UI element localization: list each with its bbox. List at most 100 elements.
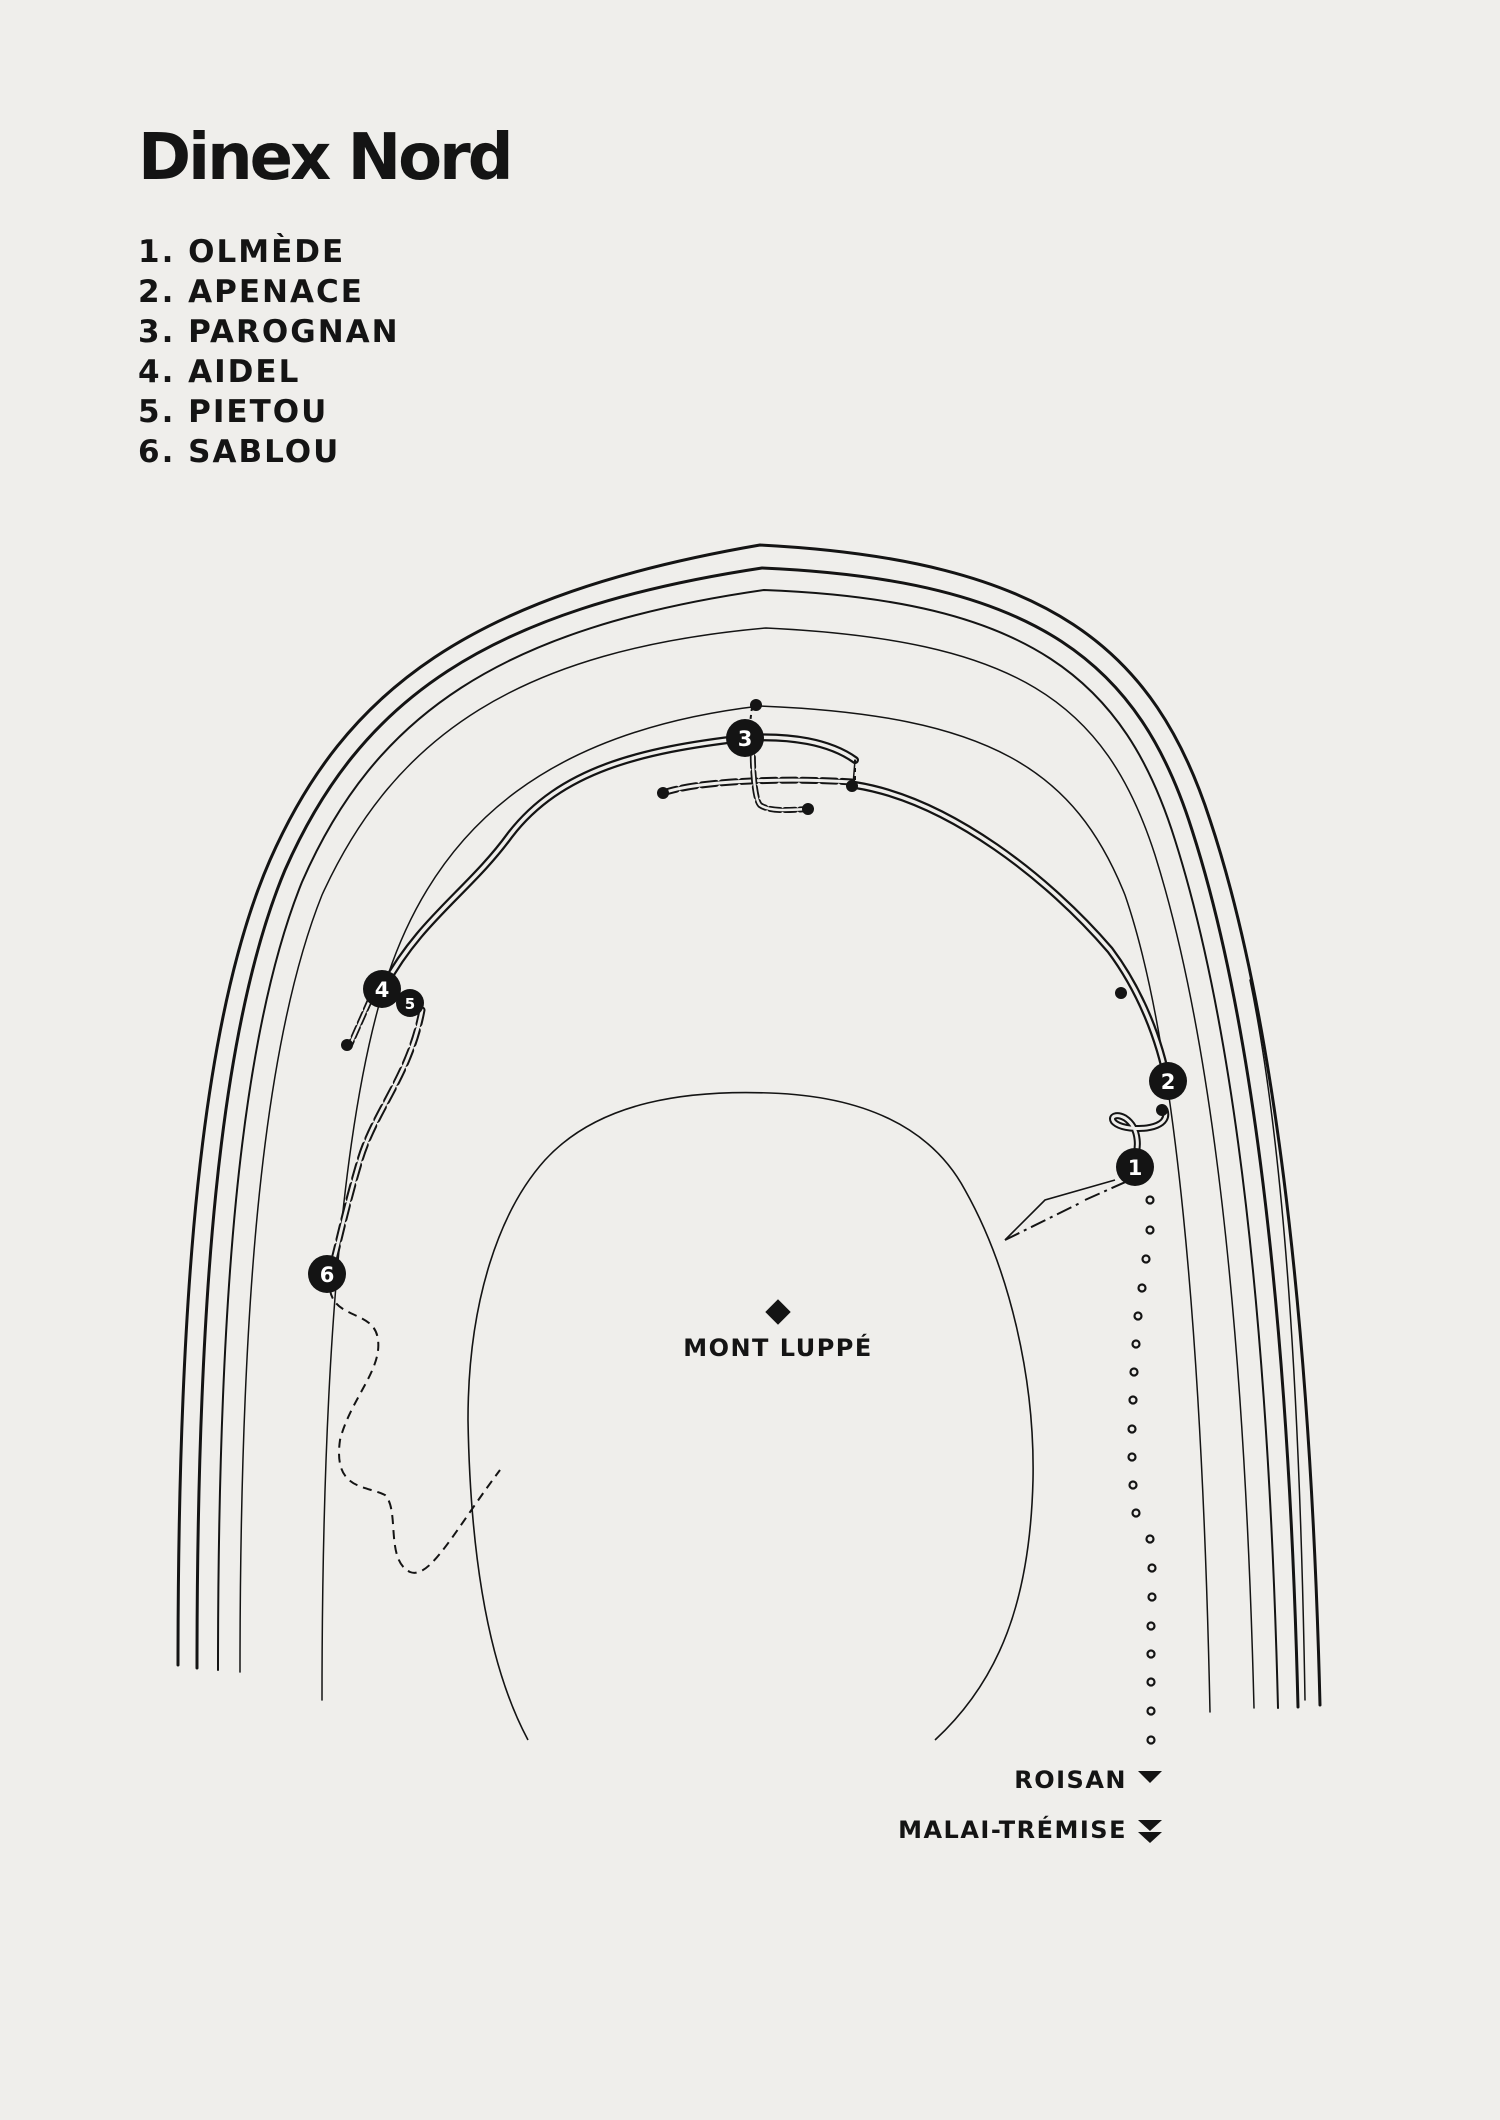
squiggle-route-core — [1111, 1108, 1168, 1167]
exit-roisan: ROISAN — [1014, 1766, 1162, 1794]
junction-dot — [846, 780, 858, 792]
legend-item: 1OLMÈDE — [138, 232, 400, 272]
junction-dot — [341, 1039, 353, 1051]
junction-dot — [1156, 1104, 1168, 1116]
dash-dot-trail — [1004, 1179, 1131, 1241]
marker-circle — [1116, 1148, 1154, 1186]
marker-circle — [308, 1255, 346, 1293]
legend-name: PIETOU — [188, 394, 329, 430]
mountain-contour — [467, 1091, 1034, 1741]
contour-line — [1249, 979, 1306, 1701]
legend-item: 6SABLOU — [138, 432, 400, 472]
map-title: Dinex Nord — [138, 121, 513, 195]
station-marker-2[interactable]: 2 — [1149, 1062, 1187, 1100]
legend-number: 3 — [138, 312, 188, 352]
legend-name: SABLOU — [188, 434, 341, 470]
vertical-dashed-route — [749, 739, 811, 814]
route-dot — [1146, 1706, 1156, 1716]
legend-number: 4 — [138, 352, 188, 392]
route-dot — [1146, 1621, 1156, 1631]
legend-number: 2 — [138, 272, 188, 312]
junction-dot — [657, 787, 669, 799]
junction-dots — [341, 699, 1168, 1116]
station-marker-4[interactable]: 4 — [363, 970, 401, 1008]
junction-dot — [1115, 987, 1127, 999]
main-route-outline — [381, 733, 1172, 1089]
station-marker-6[interactable]: 6 — [308, 1255, 346, 1293]
route-dot — [1137, 1283, 1147, 1293]
route-dot — [1147, 1563, 1157, 1573]
marker-number: 6 — [320, 1263, 335, 1287]
contour-line — [217, 588, 1279, 1709]
legend-item: 4AIDEL — [138, 352, 400, 392]
legend-number: 1 — [138, 232, 188, 272]
double-chevron-down-icon — [1138, 1820, 1162, 1843]
legend-name: AIDEL — [188, 354, 301, 390]
route-dot — [1129, 1367, 1139, 1377]
station-marker-1[interactable]: 1 — [1116, 1148, 1154, 1186]
route-dot — [1146, 1677, 1156, 1687]
route-dot — [1147, 1592, 1157, 1602]
triangle-down-icon — [1138, 1771, 1162, 1783]
route-dot — [1128, 1480, 1138, 1490]
station-marker-3[interactable]: 3 — [726, 719, 764, 757]
summit: MONT LUPPÉ — [683, 1299, 873, 1362]
route-dot — [1145, 1195, 1155, 1205]
contour-line — [239, 627, 1255, 1709]
route-dot — [1145, 1225, 1155, 1235]
legend-number: 5 — [138, 392, 188, 432]
summit-label: MONT LUPPÉ — [683, 1333, 873, 1362]
mountain-outline — [467, 1091, 1116, 1741]
legend-item: 3PAROGNAN — [138, 312, 400, 352]
marker-number: 5 — [405, 995, 415, 1013]
legend-item: 5PIETOU — [138, 392, 400, 432]
legend-name: PAROGNAN — [188, 314, 400, 350]
legend-number: 6 — [138, 432, 188, 472]
exit-label: MALAI-TRÉMISE — [898, 1815, 1127, 1844]
station-marker-5[interactable]: 5 — [396, 989, 424, 1017]
legend-name: OLMÈDE — [188, 234, 346, 270]
marker-circle — [1149, 1062, 1187, 1100]
legend-name: APENACE — [188, 274, 364, 310]
route-dot — [1141, 1254, 1151, 1264]
contour-line — [321, 705, 1211, 1713]
marker-circle — [726, 719, 764, 757]
diamond-summit-icon — [765, 1299, 791, 1325]
exit-malai-tremise: MALAI-TRÉMISE — [898, 1815, 1162, 1844]
route-dot — [1127, 1424, 1137, 1434]
dotted-route — [1127, 1195, 1157, 1745]
vertical-dashed-route-core — [751, 740, 810, 812]
route-dot — [1146, 1649, 1156, 1659]
route-dot — [1131, 1339, 1141, 1349]
top-dashed-route-core — [661, 778, 854, 795]
marker-circle — [396, 989, 424, 1017]
junction-dot — [750, 699, 762, 711]
marker-number: 3 — [738, 727, 753, 751]
double-dashed-route-core — [328, 1008, 424, 1277]
contour-line — [195, 566, 1300, 1709]
route-dot — [1146, 1735, 1156, 1745]
dashed-trail — [329, 1289, 501, 1574]
marker-number: 4 — [375, 978, 390, 1002]
ridge-line — [1004, 1179, 1116, 1241]
route-dot — [1131, 1508, 1141, 1518]
route-dot — [1133, 1311, 1143, 1321]
route-dot — [1127, 1452, 1137, 1462]
main-route-core — [383, 735, 1170, 1087]
junction-dot — [802, 803, 814, 815]
main-route — [326, 733, 1172, 1279]
legend-item: 2APENACE — [138, 272, 400, 312]
route-dot — [1145, 1534, 1155, 1544]
contour-lines — [176, 543, 1322, 1713]
marker-number: 1 — [1128, 1156, 1143, 1180]
contour-line — [176, 543, 1322, 1707]
route-dot — [1128, 1395, 1138, 1405]
dashed-trails — [329, 706, 1131, 1574]
marker-circle — [363, 970, 401, 1008]
exit-label: ROISAN — [1014, 1766, 1127, 1794]
marker-number: 2 — [1161, 1070, 1176, 1094]
station-legend: 1OLMÈDE 2APENACE 3PAROGNAN 4AIDEL 5PIETO… — [138, 232, 400, 472]
short-dashed-route-core — [348, 998, 372, 1047]
